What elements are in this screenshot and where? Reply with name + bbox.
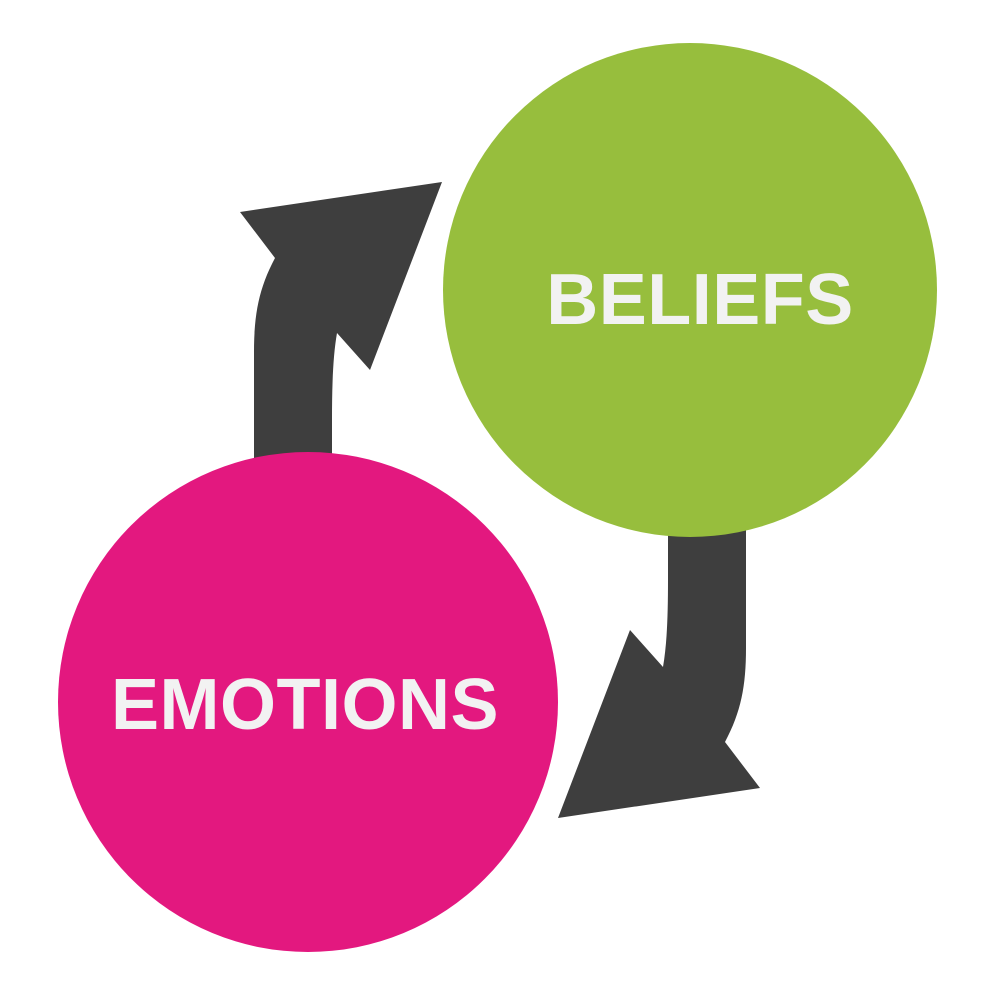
- arrow-emotions-to-beliefs: [240, 182, 442, 497]
- arrow-beliefs-to-emotions: [558, 503, 760, 818]
- emotions-label: EMOTIONS: [111, 665, 499, 745]
- beliefs-label: BELIEFS: [546, 260, 854, 340]
- beliefs-circle: [443, 43, 937, 537]
- emotions-circle: [58, 452, 558, 952]
